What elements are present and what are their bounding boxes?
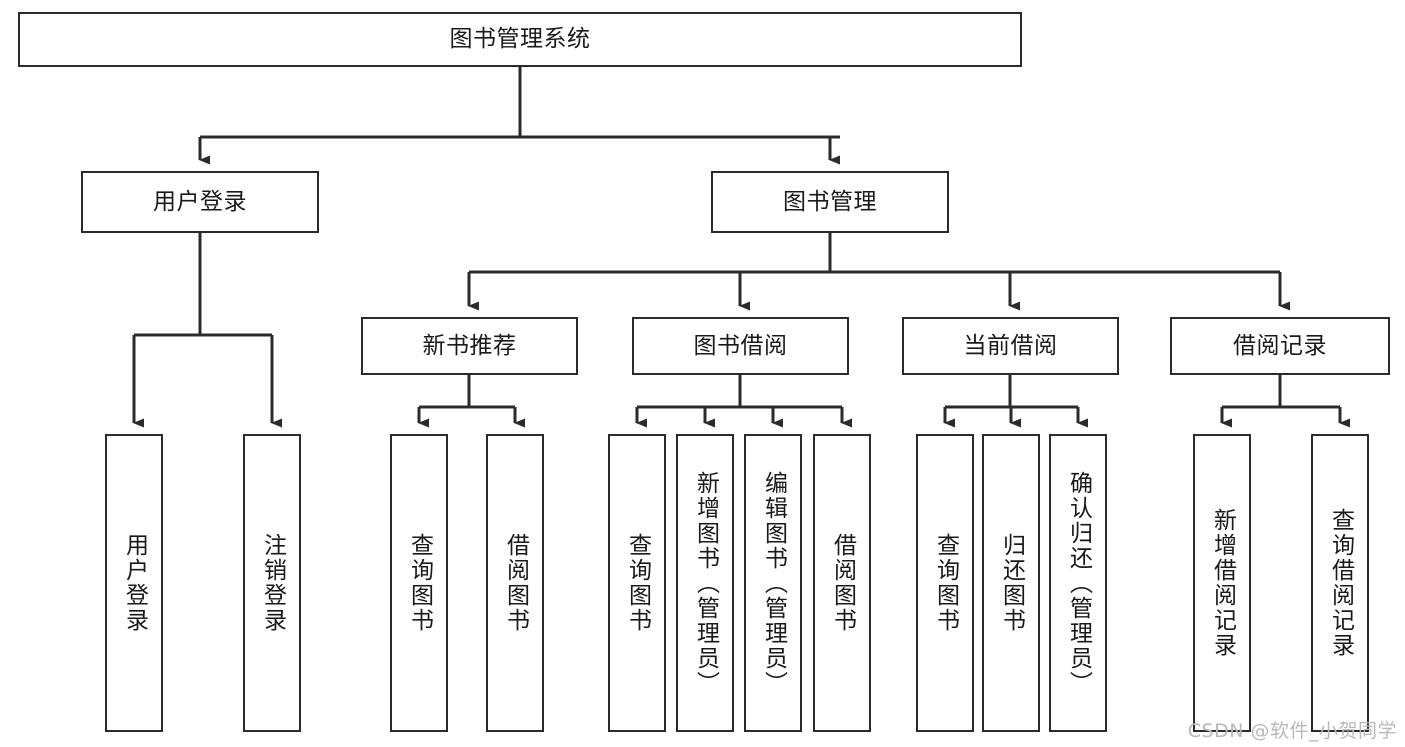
csdn-watermark: CSDN @软件_小贺同学 xyxy=(1187,720,1397,742)
node-leaf-return-book[interactable]: 归还图书 xyxy=(982,434,1040,732)
node-leaf-borrow-book-2-label: 借阅图书 xyxy=(829,533,856,633)
node-user-login-label: 用户登录 xyxy=(153,188,247,215)
node-leaf-return-book-label: 归还图书 xyxy=(998,533,1025,633)
node-leaf-query-book-2[interactable]: 查询图书 xyxy=(608,434,666,732)
node-new-book-recommend[interactable]: 新书推荐 xyxy=(361,317,578,375)
node-leaf-query-book-1[interactable]: 查询图书 xyxy=(390,434,448,732)
node-leaf-add-book-admin-label: 新增图书（管理员） xyxy=(692,470,719,696)
node-borrow-record[interactable]: 借阅记录 xyxy=(1170,317,1390,375)
node-book-borrow-label: 图书借阅 xyxy=(693,332,788,359)
node-leaf-borrow-book-2[interactable]: 借阅图书 xyxy=(813,434,871,732)
node-leaf-query-borrow-record-label: 查询借阅记录 xyxy=(1327,508,1354,658)
node-leaf-borrow-book-1-label: 借阅图书 xyxy=(502,533,529,633)
node-leaf-user-logout[interactable]: 注销登录 xyxy=(243,434,301,732)
node-leaf-query-book-2-label: 查询图书 xyxy=(624,533,651,633)
node-leaf-confirm-return-admin-label: 确认归还（管理员） xyxy=(1065,470,1092,696)
node-leaf-query-book-1-label: 查询图书 xyxy=(406,533,433,633)
node-leaf-user-login[interactable]: 用户登录 xyxy=(105,434,163,732)
node-leaf-borrow-book-1[interactable]: 借阅图书 xyxy=(486,434,544,732)
node-leaf-user-login-label: 用户登录 xyxy=(121,533,148,633)
node-leaf-add-book-admin[interactable]: 新增图书（管理员） xyxy=(676,434,734,732)
node-book-borrow[interactable]: 图书借阅 xyxy=(632,317,849,375)
node-current-borrow[interactable]: 当前借阅 xyxy=(902,317,1119,375)
node-leaf-query-book-3-label: 查询图书 xyxy=(932,533,959,633)
node-leaf-edit-book-admin-label: 编辑图书（管理员） xyxy=(760,470,787,696)
node-leaf-add-borrow-record-label: 新增借阅记录 xyxy=(1209,508,1236,658)
node-root[interactable]: 图书管理系统 xyxy=(18,12,1022,67)
node-leaf-query-book-3[interactable]: 查询图书 xyxy=(916,434,974,732)
node-current-borrow-label: 当前借阅 xyxy=(963,332,1058,359)
node-leaf-user-logout-label: 注销登录 xyxy=(259,533,286,633)
node-root-label: 图书管理系统 xyxy=(449,26,591,53)
node-leaf-confirm-return-admin[interactable]: 确认归还（管理员） xyxy=(1049,434,1107,732)
node-book-manage[interactable]: 图书管理 xyxy=(711,171,949,233)
node-book-manage-label: 图书管理 xyxy=(783,188,877,215)
node-leaf-add-borrow-record[interactable]: 新增借阅记录 xyxy=(1193,434,1251,732)
node-user-login[interactable]: 用户登录 xyxy=(81,171,319,233)
node-leaf-query-borrow-record[interactable]: 查询借阅记录 xyxy=(1311,434,1369,732)
node-borrow-record-label: 借阅记录 xyxy=(1233,332,1327,359)
node-leaf-edit-book-admin[interactable]: 编辑图书（管理员） xyxy=(744,434,802,732)
node-new-book-recommend-label: 新书推荐 xyxy=(422,332,517,359)
